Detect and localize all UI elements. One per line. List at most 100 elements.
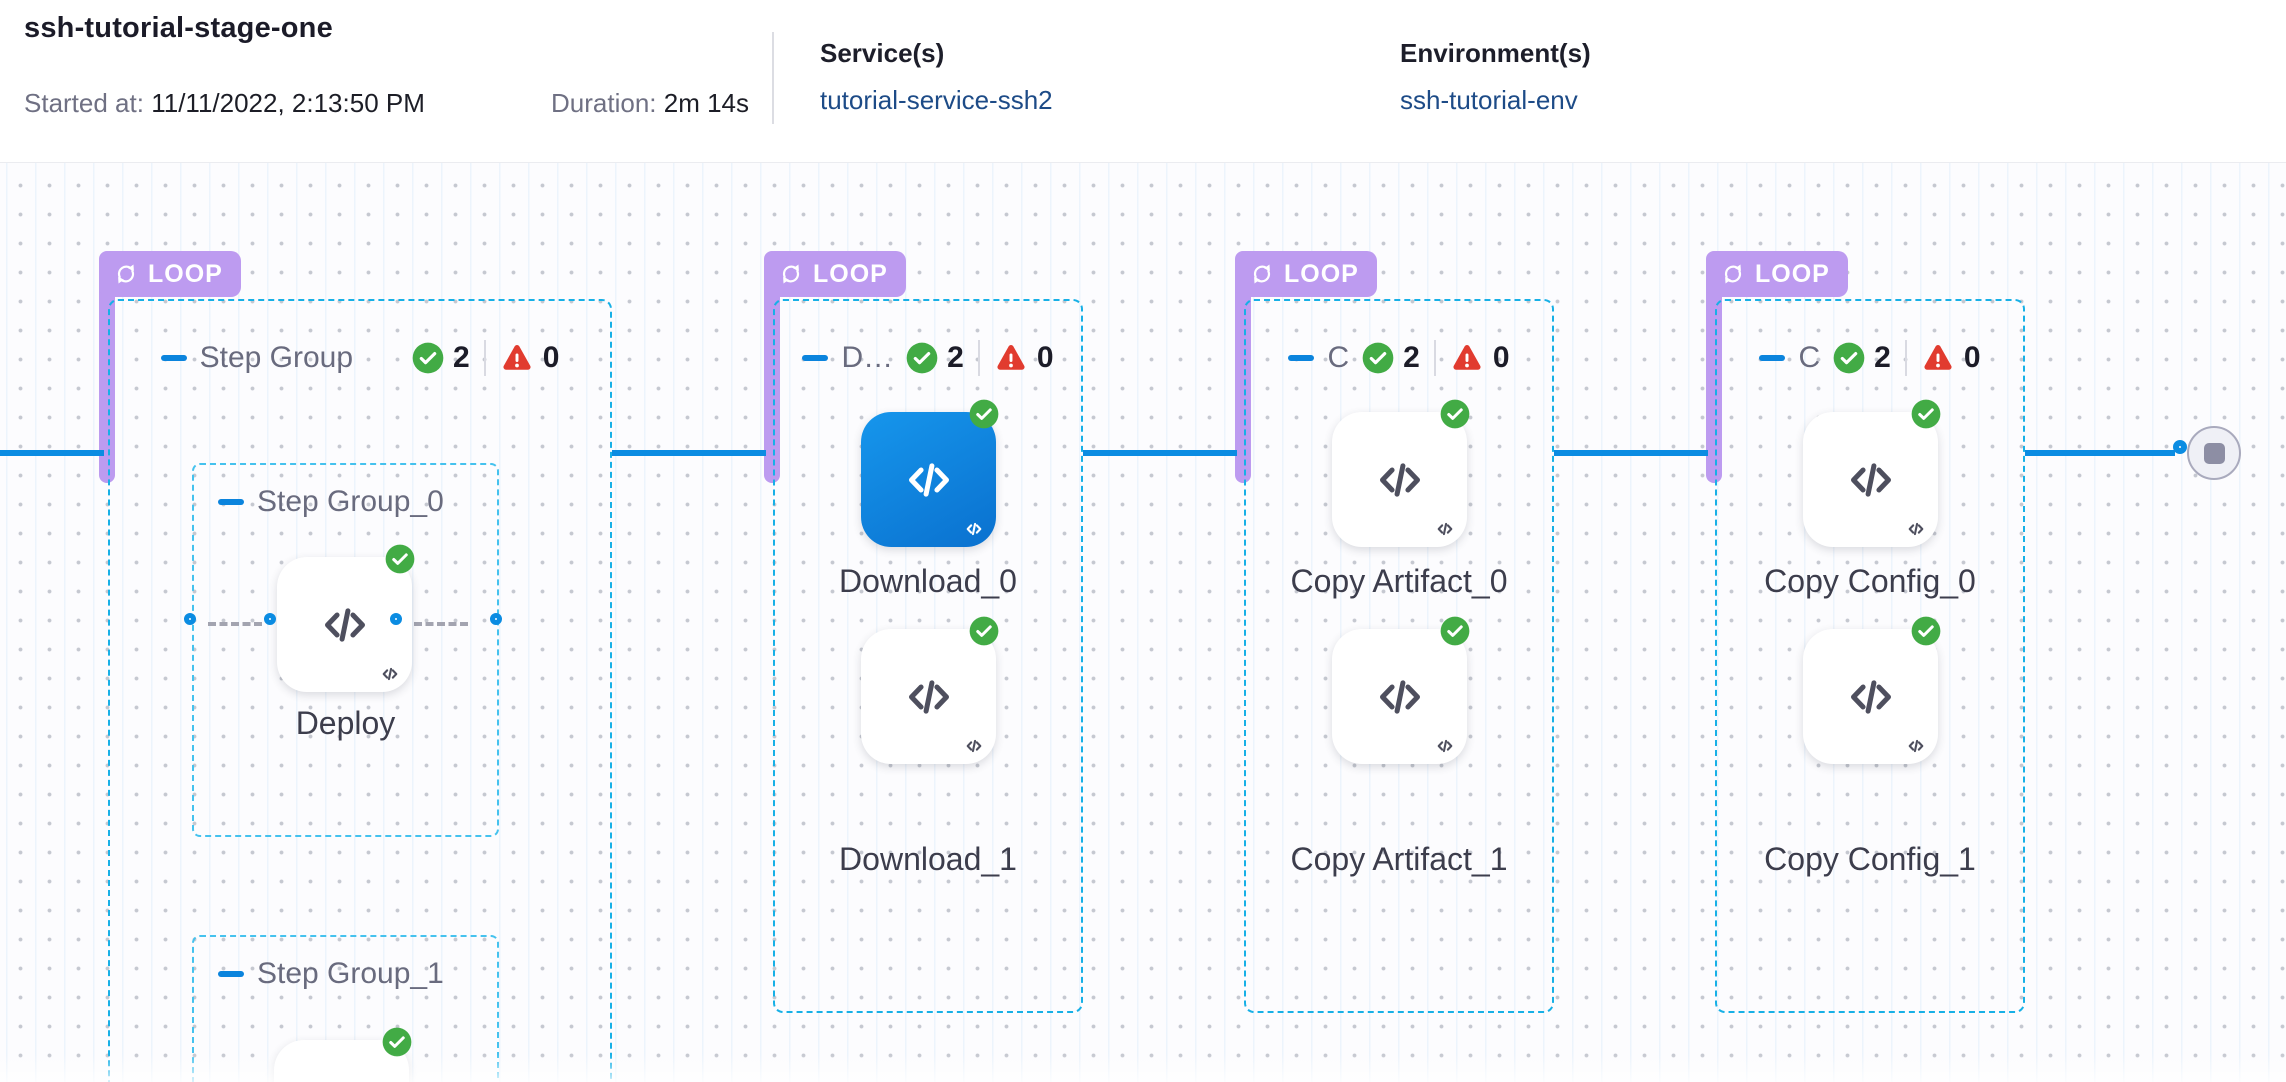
step-node-copy-artifact-0[interactable]: [1332, 399, 1470, 547]
subgroup-title: Step Group_0: [257, 485, 444, 518]
minus-icon[interactable]: [802, 355, 829, 361]
code-icon: [1379, 462, 1420, 497]
duration-value: 2m 14s: [663, 88, 749, 118]
execution-header: ssh-tutorial-stage-one Started at: 11/11…: [0, 0, 2286, 163]
step-node-deploy[interactable]: [277, 544, 415, 692]
step-label: Copy Config_1: [1764, 841, 1976, 877]
group-title: D…: [841, 341, 894, 374]
code-icon: [1850, 679, 1891, 714]
connector-dash: [208, 622, 262, 626]
connector-ring[interactable]: [390, 613, 402, 625]
subgroup-header: Step Group_0: [194, 481, 497, 523]
step-node-copy-artifact-1[interactable]: [1332, 616, 1470, 764]
loop-tab-strip: [1706, 251, 1722, 483]
environment-link[interactable]: ssh-tutorial-env: [1400, 85, 1578, 115]
group-box-step-group-0: Step Group_0 Deploy: [184, 463, 502, 837]
loop-icon: [782, 264, 800, 284]
group-header: C 2 0: [1717, 337, 2023, 379]
check-circle-icon: [906, 342, 938, 374]
environments-block: Environment(s) ssh-tutorial-env: [1400, 38, 1591, 116]
loop-badge: LOOP: [1235, 251, 1377, 297]
minus-icon[interactable]: [1759, 355, 1786, 361]
success-count: 2: [1874, 341, 1891, 374]
check-circle-icon: [1833, 342, 1865, 374]
check-circle-icon: [1362, 342, 1394, 374]
stage-title: ssh-tutorial-stage-one: [24, 12, 333, 44]
pipeline-canvas[interactable]: LOOP LOOP LOOP LOOP Step Group 2 0: [0, 163, 2286, 1082]
code-icon: [908, 462, 949, 497]
error-count: 0: [1036, 341, 1054, 374]
pipeline-line: [1083, 450, 1237, 456]
error-count: 0: [1963, 341, 1981, 374]
check-circle-icon: [1440, 399, 1470, 429]
group-status: 2 0: [1833, 340, 1981, 376]
loop-icon: [1724, 264, 1742, 284]
group-box-copy-config: C 2 0 Copy Config_0 Copy Con: [1715, 299, 2025, 1013]
subgroup-title: Step Group_1: [257, 957, 444, 990]
group-title: C: [1798, 341, 1821, 374]
group-status: 2 0: [1362, 340, 1510, 376]
pipeline-line: [0, 450, 104, 456]
step-node-copy-config-0[interactable]: [1803, 399, 1941, 547]
error-count: 0: [542, 341, 560, 374]
group-status: 2 0: [412, 340, 559, 376]
group-box-download: D… 2 0 Download_0 Download_1: [773, 299, 1083, 1013]
pipeline-line: [2025, 450, 2175, 456]
subgroup-header: Step Group_1: [194, 953, 497, 995]
status-divider: [483, 340, 486, 376]
step-node[interactable]: [274, 1027, 412, 1082]
loop-tab-strip: [99, 251, 115, 483]
code-icon: [908, 679, 949, 714]
loop-badge-label: LOOP: [1755, 259, 1830, 288]
warning-triangle-icon: [1924, 345, 1952, 370]
group-header: Step Group 2 0: [110, 337, 610, 379]
code-icon: [1379, 679, 1420, 714]
connector-ring[interactable]: [184, 613, 196, 625]
group-box-step-group: Step Group 2 0 Step Group_0: [108, 299, 612, 1082]
loop-icon: [1253, 264, 1271, 284]
minus-icon[interactable]: [1288, 355, 1315, 361]
services-label: Service(s): [820, 38, 945, 68]
code-icon: [1850, 462, 1891, 497]
check-circle-icon: [385, 544, 415, 574]
loop-badge-label: LOOP: [1284, 259, 1359, 288]
check-circle-icon: [1911, 616, 1941, 646]
check-circle-icon: [969, 616, 999, 646]
step-node-download-0[interactable]: [861, 399, 999, 547]
code-icon: [1437, 739, 1453, 753]
code-icon: [382, 667, 398, 681]
step-label: Download_1: [839, 841, 1017, 877]
success-count: 2: [1403, 341, 1420, 374]
pipeline-line: [612, 450, 766, 456]
step-node-copy-config-1[interactable]: [1803, 616, 1941, 764]
check-circle-icon: [382, 1027, 412, 1057]
group-title: Step Group: [199, 341, 354, 374]
warning-triangle-icon: [503, 345, 531, 370]
minus-icon[interactable]: [218, 971, 244, 977]
check-circle-icon: [1440, 616, 1470, 646]
group-header: C 2 0: [1246, 337, 1552, 379]
loop-badge: LOOP: [99, 251, 241, 297]
header-divider: [772, 32, 774, 124]
connector-ring[interactable]: [2173, 440, 2187, 454]
connector-ring[interactable]: [264, 613, 276, 625]
warning-triangle-icon: [997, 345, 1025, 370]
check-circle-icon: [412, 342, 444, 374]
group-title: C: [1327, 341, 1350, 374]
minus-icon[interactable]: [218, 499, 244, 505]
group-box-copy-artifact: C 2 0 Copy Artifact_0 Copy A: [1244, 299, 1554, 1013]
group-header: D… 2 0: [775, 337, 1081, 379]
loop-tab-strip: [764, 251, 780, 483]
minus-icon[interactable]: [160, 355, 187, 361]
started-at-value: 11/11/2022, 2:13:50 PM: [151, 88, 425, 118]
step-label: Copy Config_0: [1764, 563, 1976, 599]
status-divider: [1433, 340, 1436, 376]
step-node-download-1[interactable]: [861, 616, 999, 764]
pipeline-end-node[interactable]: [2187, 426, 2241, 480]
status-divider: [977, 340, 980, 376]
success-count: 2: [947, 341, 964, 374]
service-link[interactable]: tutorial-service-ssh2: [820, 85, 1053, 115]
started-at-label: Started at:: [24, 88, 144, 118]
connector-ring[interactable]: [490, 613, 502, 625]
warning-triangle-icon: [1453, 345, 1481, 370]
